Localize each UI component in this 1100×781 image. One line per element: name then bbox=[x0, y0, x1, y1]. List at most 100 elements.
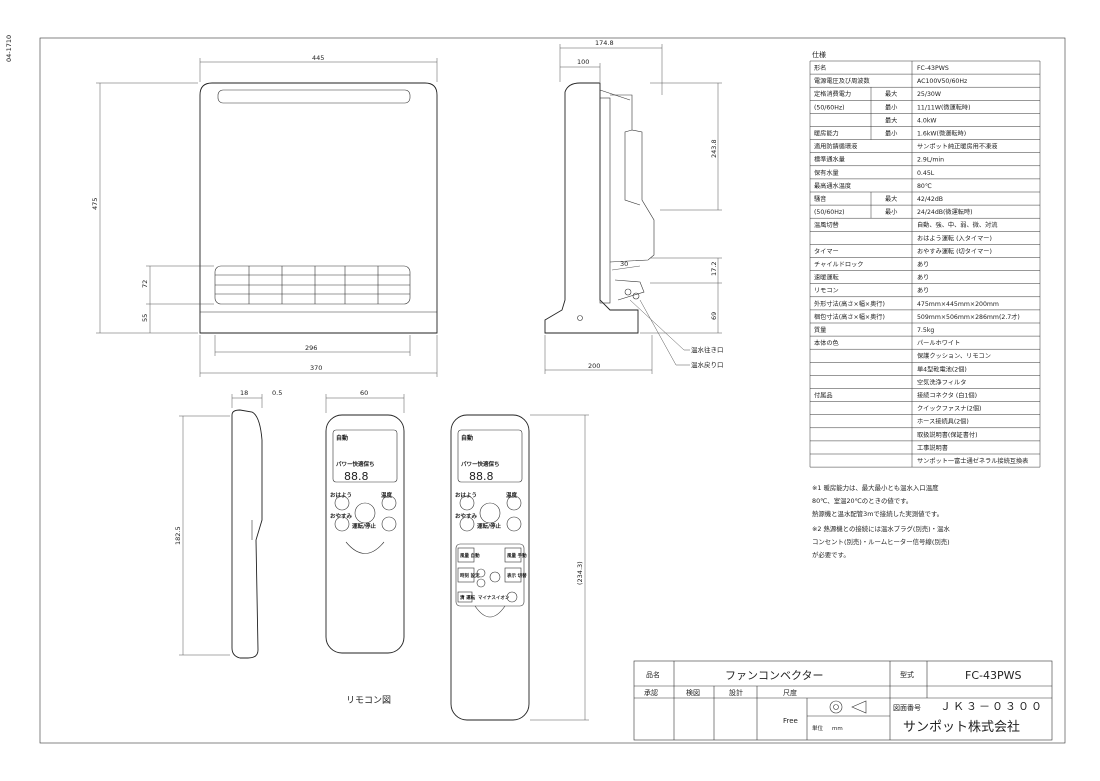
spec-value: あり bbox=[917, 275, 929, 282]
spec-label: (50/60Hz) bbox=[814, 209, 845, 216]
spec-label: 形名 bbox=[814, 64, 826, 72]
dim-remote-open-length: (234.3) bbox=[576, 561, 584, 585]
remote-front-closed: 自動 パワー快適保ち 88.8 おはよう 温度 おやすみ 運転/停止 60 bbox=[325, 389, 405, 654]
spec-sub: 最小 bbox=[885, 103, 898, 111]
spec-label: 適用防錆循環液 bbox=[814, 143, 857, 151]
dim-depth-w: 370 bbox=[310, 364, 322, 372]
dim-side-low: 69 bbox=[710, 312, 718, 320]
spec-value: 工事説明書 bbox=[917, 444, 948, 452]
note-line-6: が必要です。 bbox=[812, 550, 850, 559]
dim-base-h: 55 bbox=[141, 314, 149, 322]
remote2-label-auto: 自動 bbox=[461, 434, 473, 442]
spec-value: ホース接続具(2個) bbox=[917, 418, 969, 426]
callout-return: 温水戻り口 bbox=[691, 360, 724, 369]
spec-label: 定格消費電力 bbox=[814, 90, 851, 98]
spec-value: おはよう運転 (入タイマー) bbox=[917, 234, 992, 242]
spec-label: 付属品 bbox=[814, 392, 833, 400]
tb-product: ファンコンベクター bbox=[725, 669, 824, 682]
tb-model-label: 型式 bbox=[900, 670, 914, 679]
dim-side-base: 200 bbox=[588, 362, 600, 370]
remote-label-oyasumi: おやすみ bbox=[330, 512, 353, 520]
spec-sub: 最大 bbox=[885, 116, 897, 124]
note-line-3: 熱源機と温水配管3mで接続した実測値です。 bbox=[812, 509, 943, 518]
spec-value: 2.9L/min bbox=[917, 157, 944, 164]
spec-label: (50/60Hz) bbox=[814, 104, 845, 111]
title-block: 品名 ファンコンベクター 型式 FC-43PWS 承認 検図 設計 尺度 図面番… bbox=[633, 660, 1053, 741]
remote-label-power: パワー快適保ち bbox=[336, 460, 375, 468]
dim-side-upper: 243.8 bbox=[710, 139, 718, 158]
spec-label: 標準通水量 bbox=[814, 156, 845, 164]
spec-value: パールホワイト bbox=[917, 340, 960, 347]
tb-scale: Free bbox=[783, 717, 798, 725]
dim-height: 475 bbox=[91, 198, 99, 210]
spec-value: 7.5kg bbox=[917, 327, 934, 334]
spec-label: 最高通水温度 bbox=[814, 182, 851, 190]
remote2-label-oyasumi: おやすみ bbox=[455, 512, 478, 520]
front-view: 445 475 72 55 296 370 bbox=[91, 54, 438, 377]
spec-label: タイマー bbox=[814, 247, 839, 255]
tb-check: 検図 bbox=[686, 688, 700, 697]
tb-drawing-no-label: 図面番号 bbox=[893, 704, 921, 712]
note-line-5: コンセント(別売)・ルームヒーター信号線(別売) bbox=[812, 537, 950, 546]
spec-value: おやすみ運転 (切タイマー) bbox=[917, 247, 992, 255]
spec-value: AC100V50/60Hz bbox=[917, 78, 967, 85]
dim-grille-w: 296 bbox=[305, 344, 317, 352]
dim-side-mid: 17.2 bbox=[710, 262, 718, 276]
note-line-1: ※1 暖房能力は、最大最小とも温水入口温度 bbox=[812, 483, 939, 492]
spec-value: 取扱説明書(保証書付) bbox=[917, 431, 978, 439]
remote2-label-ohayo: おはよう bbox=[455, 492, 477, 499]
remote2-btn-display: 表示 切替 bbox=[506, 572, 527, 579]
spec-sub: 最小 bbox=[885, 130, 898, 138]
remote-front-open: 自動 パワー快適保ち 88.8 おはよう 温度 おやすみ 運転/停止 風量 自動… bbox=[450, 414, 589, 721]
spec-value: サンポット一富士通ゼネラル接続互換表 bbox=[917, 457, 1028, 465]
spec-value: 80℃ bbox=[917, 183, 932, 190]
dim-side-total: 174.8 bbox=[595, 39, 614, 47]
callout-outlet: 温水往き口 bbox=[691, 345, 724, 354]
remote2-label-temp: 温度 bbox=[506, 491, 518, 499]
spec-value: FC-43PWS bbox=[917, 65, 949, 72]
remote2-btn-fan-auto: 風量 自動 bbox=[460, 552, 480, 559]
spec-value: 42/42dB bbox=[917, 196, 943, 203]
remote-label-auto: 自動 bbox=[336, 434, 348, 442]
note-line-2: 80℃、室温20℃のときの値です。 bbox=[812, 496, 912, 505]
tb-scale-label: 尺度 bbox=[783, 688, 797, 697]
dim-remote-thickness: 18 bbox=[240, 389, 248, 397]
spec-sub: 最大 bbox=[885, 90, 897, 98]
spec-label: チャイルドロック bbox=[814, 262, 863, 269]
spec-value: 0.45L bbox=[917, 170, 935, 177]
spec-value: あり bbox=[917, 262, 929, 269]
notes: ※1 暖房能力は、最大最小とも温水入口温度 80℃、室温20℃のときの値です。 … bbox=[812, 483, 950, 559]
spec-label: 速暖運転 bbox=[814, 274, 839, 282]
spec-label: 電源電圧及び周波数 bbox=[814, 77, 870, 85]
remote-label-ohayo: おはよう bbox=[330, 492, 352, 499]
spec-value: 接続コネクタ (白1個) bbox=[917, 392, 977, 400]
spec-value: サンポット純正暖房用不凍液 bbox=[917, 143, 997, 151]
tb-unit-label: 単位 bbox=[812, 724, 824, 732]
spec-value: 25/30W bbox=[917, 91, 941, 98]
dim-side-top: 100 bbox=[577, 58, 589, 66]
tb-company: サンポット株式会社 bbox=[903, 719, 1020, 735]
dim-remote-gap: 0.5 bbox=[272, 389, 282, 397]
sheet-border bbox=[39, 37, 1066, 744]
remote2-btn-fan-manual: 風量 手動 bbox=[507, 552, 527, 559]
spec-value: 24/24dB(微運転時) bbox=[917, 208, 973, 216]
dim-width: 445 bbox=[312, 54, 324, 62]
spec-label: 温風切替 bbox=[814, 221, 839, 229]
tb-approve: 承認 bbox=[644, 688, 658, 697]
spec-label: 騒音 bbox=[814, 195, 826, 203]
spec-label: 保有水量 bbox=[814, 169, 839, 177]
spec-value: 単4型乾電池(2個) bbox=[917, 365, 967, 373]
spec-value: 475mm×445mm×200mm bbox=[917, 301, 999, 308]
spec-label: 質量 bbox=[814, 326, 826, 334]
spec-value: 保護クッション、リモコン bbox=[917, 352, 991, 360]
spec-value: 11/11W(微運転時) bbox=[917, 103, 971, 111]
spec-value: クイックファスナ(2個) bbox=[917, 405, 981, 413]
note-line-4: ※2 熱源機との接続には温水プラグ(別売)・温水 bbox=[812, 524, 950, 533]
tb-unit: mm bbox=[832, 726, 843, 732]
spec-sub: 最小 bbox=[885, 208, 898, 216]
spec-label: 暖房能力 bbox=[814, 130, 839, 138]
remote2-label-run: 運転/停止 bbox=[477, 522, 502, 530]
dim-remote-length: 182.5 bbox=[174, 526, 182, 545]
